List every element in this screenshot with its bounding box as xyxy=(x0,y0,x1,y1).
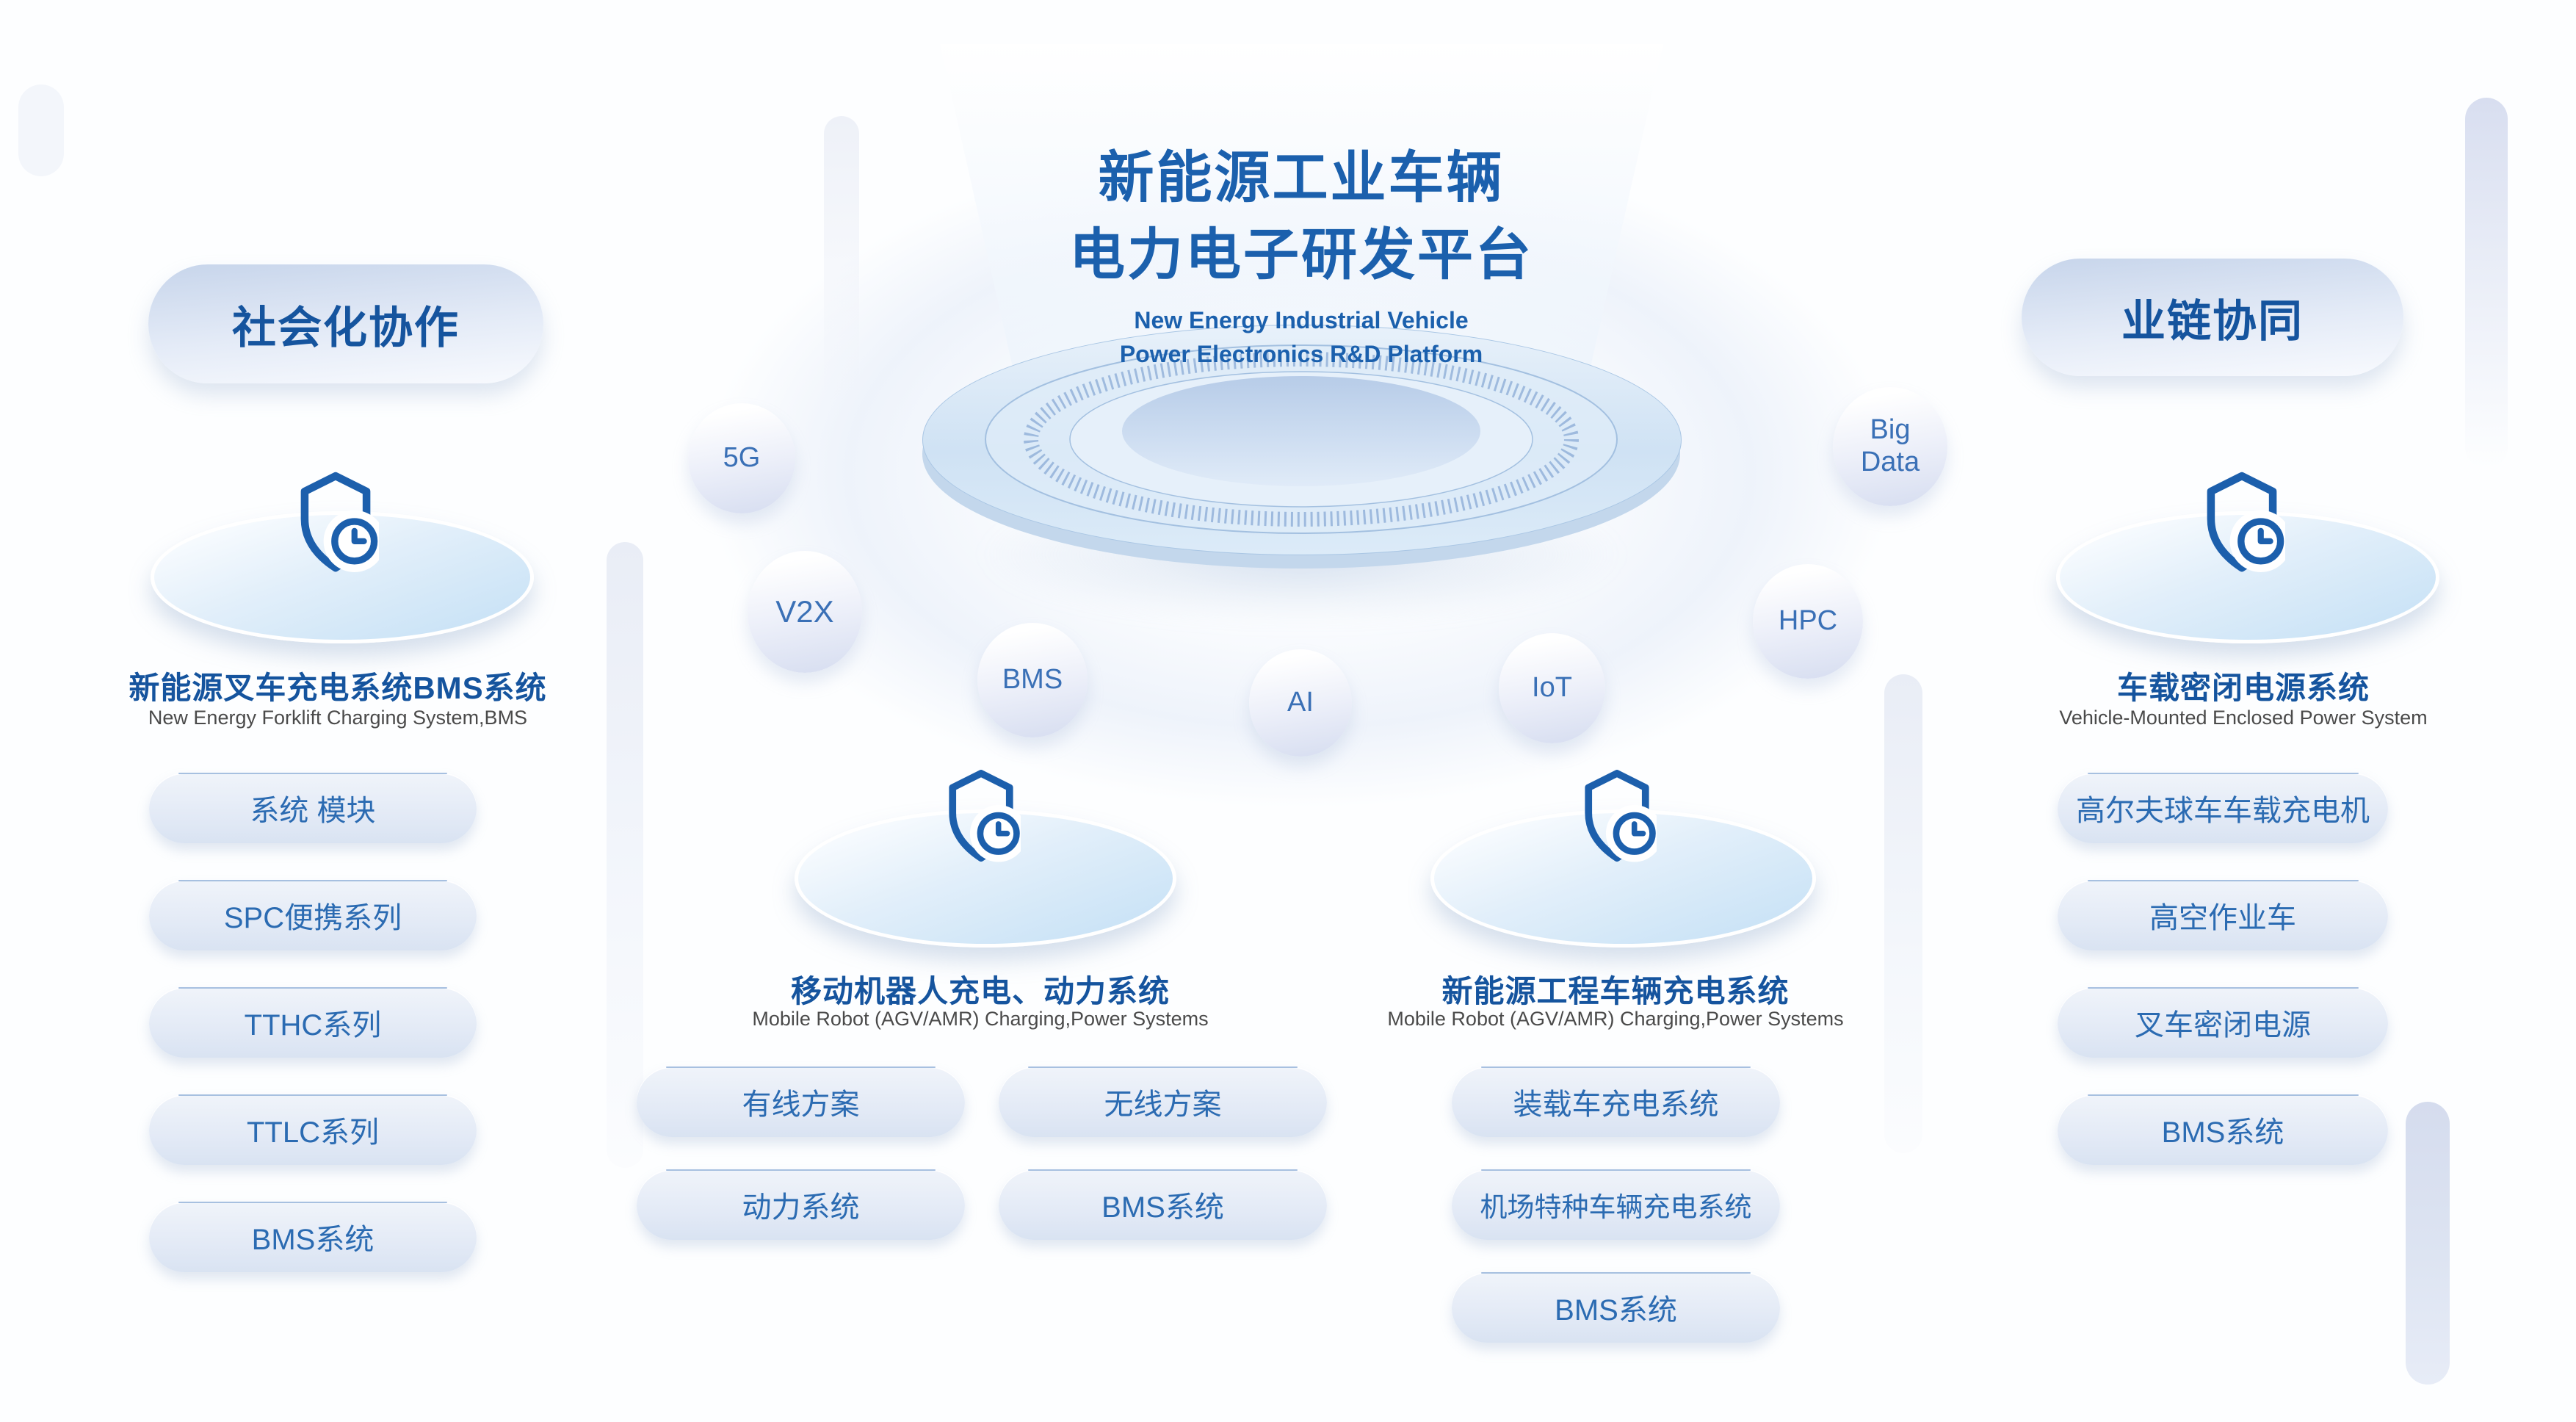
pill-item: 机场特种车辆充电系统 xyxy=(1452,1169,1780,1240)
capsule-bottom-right xyxy=(2406,1102,2450,1385)
tech-bubble-5g: 5G xyxy=(688,403,795,513)
header-pill-industry-chain: 业链协同 xyxy=(2022,259,2403,376)
page-title-line2: 电力电子研发平台 xyxy=(1069,224,1533,286)
header-pill-social-collaboration: 社会化协作 xyxy=(148,264,543,383)
pill-item: 系统 模块 xyxy=(149,773,477,843)
bubble-label: AI xyxy=(1287,687,1314,718)
header-label: 业链协同 xyxy=(2121,296,2304,346)
section-title-right: 车载密闭电源系统 xyxy=(2116,671,2370,705)
pill-item: SPC便携系列 xyxy=(149,880,477,950)
tech-bubble-bigdata: Big Data xyxy=(1833,387,1947,506)
bubble-label: Big Data xyxy=(1860,414,1920,477)
bubble-label: 5G xyxy=(723,442,761,474)
pill-item: 高空作业车 xyxy=(2058,880,2388,950)
section-subtitle-left: New Energy Forklift Charging System,BMS xyxy=(148,707,528,729)
tech-bubble-iot: IoT xyxy=(1499,633,1605,743)
section-subtitle-center-right: Mobile Robot (AGV/AMR) Charging,Power Sy… xyxy=(1387,1008,1844,1030)
bubble-label: HPC xyxy=(1778,605,1838,637)
tech-bubble-bms: BMS xyxy=(977,623,1088,737)
pill-item: BMS系统 xyxy=(1452,1272,1780,1343)
page-title-line1: 新能源工业车辆 xyxy=(1098,147,1505,209)
pill-item: TTLC系列 xyxy=(149,1094,477,1165)
pill-item: TTHC系列 xyxy=(149,987,477,1058)
section-subtitle-right: Vehicle-Mounted Enclosed Power System xyxy=(2059,707,2428,729)
capsule-left-divider xyxy=(607,542,643,1168)
capsule-right-divider xyxy=(1884,674,1922,1153)
bubble-label: IoT xyxy=(1532,672,1572,704)
page-subtitle-line1: New Energy Industrial Vehicle xyxy=(1134,307,1469,333)
tech-bubble-hpc: HPC xyxy=(1753,564,1863,679)
pill-item: 有线方案 xyxy=(637,1066,965,1137)
bubble-label: BMS xyxy=(1002,664,1063,696)
pill-item: BMS系统 xyxy=(999,1169,1327,1240)
shield-clock-icon xyxy=(1585,770,1657,862)
section-title-center-left: 移动机器人充电、动力系统 xyxy=(790,974,1170,1008)
tech-bubble-ai: AI xyxy=(1249,649,1352,757)
pill-item: BMS系统 xyxy=(149,1202,477,1272)
shield-clock-icon xyxy=(949,770,1021,862)
pill-item: BMS系统 xyxy=(2058,1094,2388,1165)
pill-item: 无线方案 xyxy=(999,1066,1327,1137)
bubble-label: V2X xyxy=(775,593,834,629)
capsule-beam-left xyxy=(824,116,859,419)
pill-item: 叉车密闭电源 xyxy=(2058,987,2388,1058)
pill-item: 装载车充电系统 xyxy=(1452,1066,1780,1137)
tech-bubble-v2x: V2X xyxy=(748,551,862,673)
section-subtitle-center-left: Mobile Robot (AGV/AMR) Charging,Power Sy… xyxy=(752,1008,1209,1030)
capsule-top-left xyxy=(18,84,64,176)
pill-item: 动力系统 xyxy=(637,1169,965,1240)
header-label: 社会化协作 xyxy=(232,303,460,353)
shield-clock-icon xyxy=(2207,472,2285,572)
section-title-center-right: 新能源工程车辆充电系统 xyxy=(1441,974,1790,1008)
capsule-top-right xyxy=(2465,98,2508,469)
platform-dome xyxy=(1122,376,1480,486)
pill-item: 高尔夫球车车载充电机 xyxy=(2058,773,2388,843)
shield-clock-icon xyxy=(300,472,379,572)
page-subtitle-line2: Power Electronics R&D Platform xyxy=(1119,341,1483,367)
section-title-left: 新能源叉车充电系统BMS系统 xyxy=(129,671,547,705)
